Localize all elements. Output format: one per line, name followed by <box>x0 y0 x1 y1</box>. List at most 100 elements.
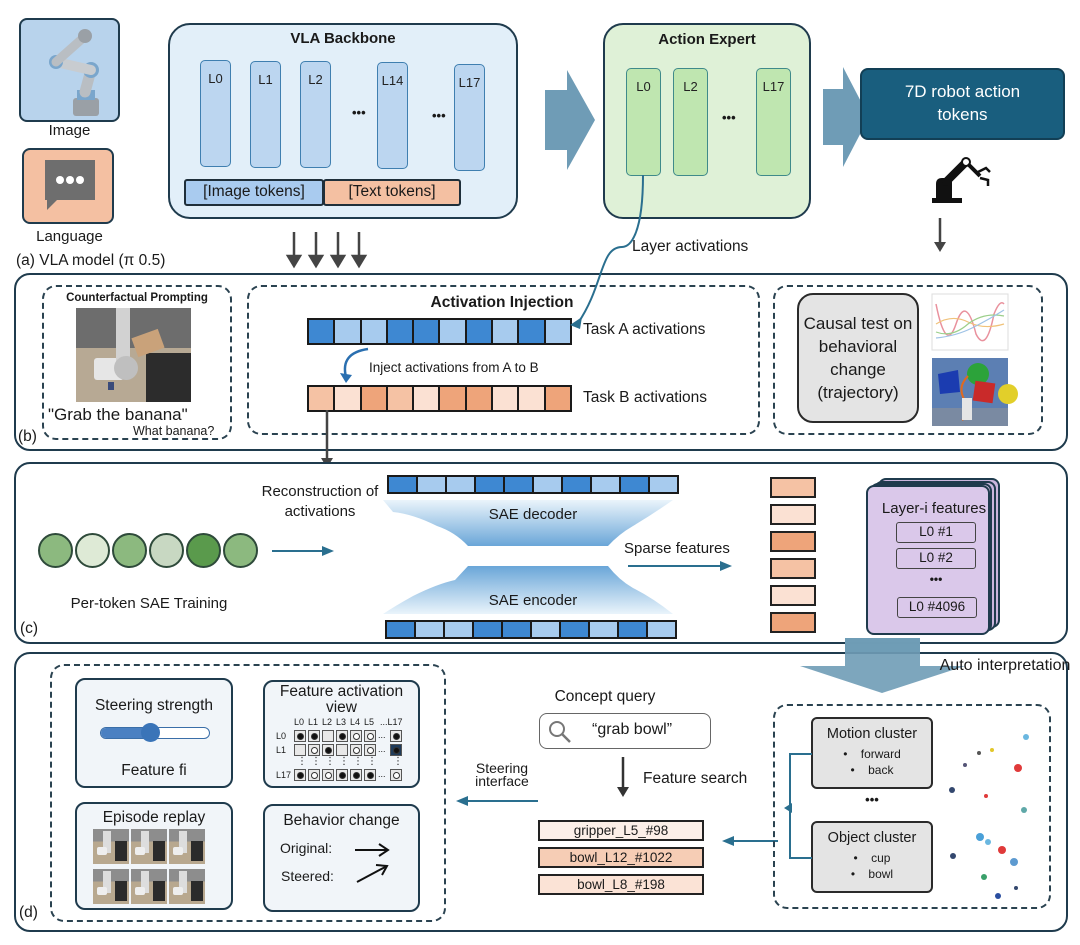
cluster-connector <box>784 753 812 859</box>
original-label: Original: <box>280 840 333 856</box>
grid-vertical-ellipsis: ⋮ <box>339 756 349 767</box>
grid-cell[interactable] <box>336 744 348 756</box>
cluster-card[interactable] <box>811 821 933 893</box>
feature-item[interactable]: L0 #2 <box>896 548 976 569</box>
grid-vertical-ellipsis: ⋮ <box>297 756 307 767</box>
right-arrow-icon <box>272 546 334 556</box>
episode-frame[interactable] <box>93 869 129 904</box>
grid-col-header: L4 <box>350 717 361 727</box>
steered-arrow-icon <box>356 864 389 883</box>
token-circle <box>112 533 147 568</box>
grid-cell[interactable] <box>336 769 348 781</box>
feature-item[interactable]: L0 #1 <box>896 522 976 543</box>
steering-slider[interactable] <box>100 723 210 742</box>
episode-frame[interactable] <box>169 869 205 904</box>
counterfactual-box <box>42 285 232 440</box>
grid-cell[interactable] <box>350 730 362 742</box>
inject-arrow-icon <box>340 347 369 383</box>
slider-fill <box>101 728 150 738</box>
grid-cell[interactable] <box>390 769 402 781</box>
grid-col-header: L0 <box>294 717 305 727</box>
robot-arm-photo <box>49 29 99 116</box>
slider-knob[interactable] <box>140 723 160 742</box>
cluster-scatter-plot <box>949 734 1029 899</box>
expert-layer: L2 <box>673 68 708 176</box>
concept-search-input[interactable]: “grab bowl” <box>539 713 711 749</box>
grid-cell[interactable] <box>336 730 348 742</box>
ellipsis: ••• <box>929 572 943 586</box>
episode-frame[interactable] <box>131 829 167 864</box>
grid-cell[interactable] <box>390 730 402 742</box>
episode-frame[interactable] <box>93 829 129 864</box>
activation-cell <box>476 477 505 492</box>
sparse-feature-cell <box>770 531 816 552</box>
grid-cell[interactable] <box>350 744 362 756</box>
grid-cell[interactable] <box>364 730 376 742</box>
steering-interface-label: Steering interface <box>475 760 529 789</box>
activation-cell <box>534 477 563 492</box>
grid-cell[interactable] <box>308 769 320 781</box>
chat-bubble-icon <box>45 160 95 210</box>
task-b-label: Task B activations <box>583 389 708 406</box>
search-result[interactable]: gripper_L5_#98 <box>538 820 704 841</box>
ellipsis: ••• <box>432 108 446 123</box>
search-result[interactable]: bowl_L8_#198 <box>538 874 704 895</box>
sparse-feature-cell <box>770 612 816 633</box>
task-b-cell <box>414 387 441 410</box>
cluster-item: forward <box>860 747 901 761</box>
grid-cell[interactable] <box>294 730 306 742</box>
down-arrow-icon <box>934 218 946 252</box>
down-arrow-icon <box>321 410 333 468</box>
robot-action-tokens-label: 7D robot action tokens <box>904 82 1021 124</box>
grid-cell[interactable] <box>364 769 376 781</box>
feature-item[interactable]: L0 #4096 <box>897 597 977 618</box>
cluster-item: cup <box>871 851 891 865</box>
causal-test-box <box>773 285 1043 435</box>
expert-layer: L0 <box>626 68 661 176</box>
task-a-activation-row <box>307 318 572 345</box>
grid-cell[interactable] <box>390 744 402 756</box>
task-a-cell <box>414 320 441 343</box>
grid-cell[interactable] <box>322 769 334 781</box>
episode-frames <box>93 829 207 905</box>
down-arrow-icon <box>617 757 629 797</box>
image-label: Image <box>48 122 91 139</box>
grid-cell[interactable] <box>294 744 306 756</box>
episode-frame[interactable] <box>131 869 167 904</box>
grid-cell[interactable] <box>294 769 306 781</box>
grid-cell[interactable] <box>322 744 334 756</box>
task-a-cell <box>309 320 336 343</box>
episode-frame[interactable] <box>169 829 205 864</box>
flow-arrow-icon <box>823 67 869 167</box>
grid-cell[interactable] <box>364 744 376 756</box>
ellipsis: ••• <box>352 105 366 120</box>
grid-vertical-ellipsis: ⋮ <box>393 756 403 767</box>
search-result[interactable]: bowl_L12_#1022 <box>538 847 704 868</box>
grid-cell[interactable] <box>308 730 320 742</box>
sae-encoder-label: SAE encoder <box>488 592 578 609</box>
text-tokens: [Text tokens] <box>323 179 461 206</box>
sparse-feature-cell <box>770 477 816 498</box>
activation-cell <box>621 477 650 492</box>
industrial-robot-arm-icon <box>932 157 991 203</box>
grid-cell[interactable] <box>308 744 320 756</box>
grid-cell[interactable] <box>350 769 362 781</box>
activation-cell <box>387 622 416 637</box>
cluster-item: bowl <box>868 867 894 881</box>
activation-cell <box>532 622 561 637</box>
task-a-cell <box>519 320 546 343</box>
cluster-title: Motion cluster <box>826 726 918 742</box>
task-a-cell <box>387 320 415 343</box>
cluster-items: • forward • back <box>843 747 901 777</box>
input-activation-row <box>385 620 677 639</box>
task-b-cell <box>387 387 415 410</box>
activation-injection-title: Activation Injection <box>430 294 574 311</box>
ellipsis: ••• <box>722 110 736 125</box>
activation-cell <box>505 477 534 492</box>
grid-cell[interactable] <box>322 730 334 742</box>
activation-cell <box>561 622 590 637</box>
token-circle <box>186 533 221 568</box>
flow-arrow-icon <box>545 70 595 170</box>
backbone-layer: L14 <box>377 62 408 169</box>
